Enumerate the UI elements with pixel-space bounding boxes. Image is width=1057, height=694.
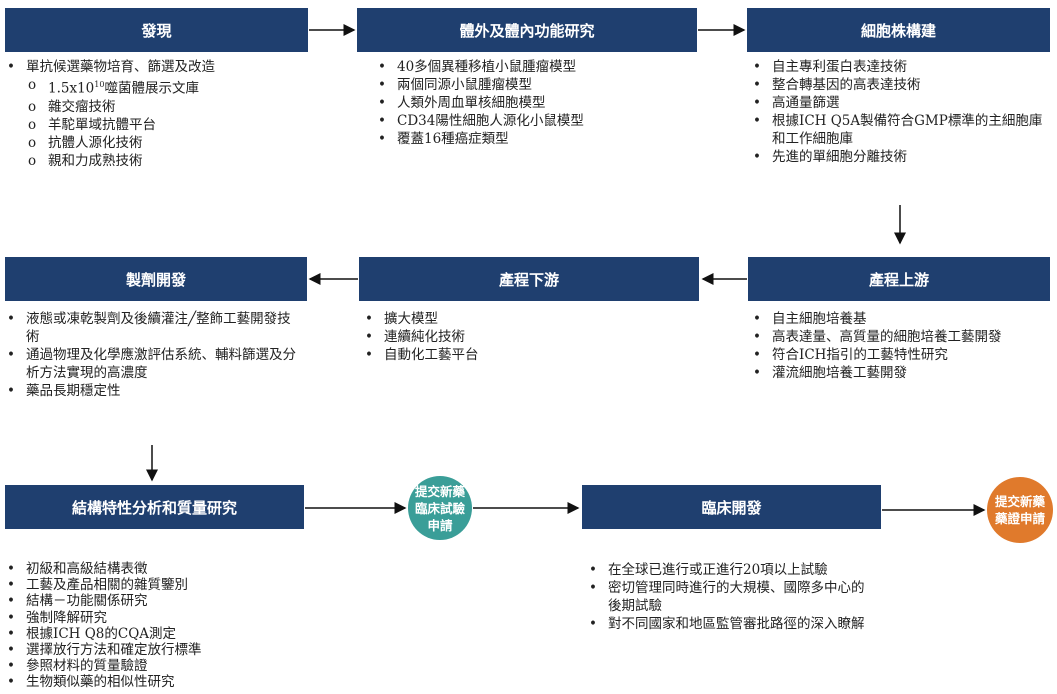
list-item: 高通量篩選 (750, 94, 1045, 112)
list-item: 符合ICH指引的工藝特性研究 (750, 346, 1050, 364)
list-item: 工藝及產品相關的雜質鑒別 (4, 577, 304, 593)
box-characterization: 結構特性分析和質量研究 (5, 485, 304, 529)
box-discovery: 發現 (5, 8, 308, 52)
list-item: 抗體人源化技術 (4, 134, 304, 152)
list-item: 根據ICH Q8的CQA測定 (4, 626, 304, 642)
list-item: 羊駝單域抗體平台 (4, 116, 304, 134)
list-item: 單抗候選藥物培育、篩選及改造 (4, 58, 304, 76)
box-in-vitro-vivo: 體外及體內功能研究 (357, 8, 697, 52)
list-item: 自主專利蛋白表達技術 (750, 58, 1045, 76)
bla-label: 提交新藥藥證申請 (994, 494, 1045, 526)
list-item: 1.5x1010噬菌體展示文庫 (4, 76, 304, 98)
list-discovery: 單抗候選藥物培育、篩選及改造 1.5x1010噬菌體展示文庫 雜交瘤技術 羊駝單… (4, 58, 304, 170)
box-formulation: 製劑開發 (5, 257, 307, 301)
list-item: 自主細胞培養基 (750, 310, 1050, 328)
list-item: 雜交瘤技術 (4, 98, 304, 116)
bla-circle: 提交新藥藥證申請 (987, 477, 1053, 543)
list-downstream: 擴大模型 連續純化技術 自動化工藝平台 (362, 310, 682, 364)
list-item: 根據ICH Q5A製備符合GMP標準的主細胞庫和工作細胞庫 (750, 112, 1045, 148)
list-in-vitro-vivo: 40多個異種移植小鼠腫瘤模型 兩個同源小鼠腫瘤模型 人類外周血單核細胞模型 CD… (375, 58, 695, 148)
list-item: 通過物理及化學應激評估系統、輔料篩選及分析方法實現的高濃度 (4, 346, 304, 382)
list-item: 兩個同源小鼠腫瘤模型 (375, 76, 695, 94)
list-item: 結構－功能關係研究 (4, 593, 304, 609)
list-item: 40多個異種移植小鼠腫瘤模型 (375, 58, 695, 76)
list-upstream: 自主細胞培養基 高表達量、高質量的細胞培養工藝開發 符合ICH指引的工藝特性研究… (750, 310, 1050, 382)
list-cell-line: 自主專利蛋白表達技術 整合轉基因的高表達技術 高通量篩選 根據ICH Q5A製備… (750, 58, 1045, 166)
list-item: 自動化工藝平台 (362, 346, 682, 364)
ind-label: 提交新藥臨床試驗申請 (414, 483, 465, 533)
list-item: 擴大模型 (362, 310, 682, 328)
list-item: 參照材料的質量驗證 (4, 658, 304, 674)
list-characterization: 初級和高級結構表徵 工藝及產品相關的雜質鑒別 結構－功能關係研究 強制降解研究 … (4, 561, 304, 691)
list-item: 藥品長期穩定性 (4, 382, 304, 400)
box-upstream: 產程上游 (748, 257, 1050, 301)
list-item: 液態或凍乾製劑及後續灌注╱整飾工藝開發技術 (4, 310, 304, 346)
list-item: 初級和高級結構表徵 (4, 561, 304, 577)
box-downstream: 產程下游 (359, 257, 699, 301)
list-item: 先進的單細胞分離技術 (750, 148, 1045, 166)
list-item: 生物類似藥的相似性研究 (4, 674, 304, 690)
list-item: 連續純化技術 (362, 328, 682, 346)
list-item: 高表達量、高質量的細胞培養工藝開發 (750, 328, 1050, 346)
list-item: 強制降解研究 (4, 610, 304, 626)
list-item: 親和力成熟技術 (4, 152, 304, 170)
list-clinical: 在全球已進行或正進行20項以上試驗 密切管理同時進行的大規模、國際多中心的後期試… (586, 561, 876, 633)
list-item: CD34陽性細胞人源化小鼠模型 (375, 112, 695, 130)
list-item: 灌流細胞培養工藝開發 (750, 364, 1050, 382)
list-item: 在全球已進行或正進行20項以上試驗 (586, 561, 876, 579)
list-formulation: 液態或凍乾製劑及後續灌注╱整飾工藝開發技術 通過物理及化學應激評估系統、輔料篩選… (4, 310, 304, 400)
box-cell-line: 細胞株構建 (747, 8, 1050, 52)
list-item: 人類外周血單核細胞模型 (375, 94, 695, 112)
list-item: 選擇放行方法和確定放行標準 (4, 642, 304, 658)
list-item: 整合轉基因的高表達技術 (750, 76, 1045, 94)
list-item: 密切管理同時進行的大規模、國際多中心的後期試驗 (586, 579, 876, 615)
box-clinical: 臨床開發 (582, 485, 881, 529)
list-item: 對不同國家和地區監管審批路徑的深入瞭解 (586, 615, 876, 633)
list-item: 覆蓋16種癌症類型 (375, 130, 695, 148)
ind-circle: 提交新藥臨床試驗申請 (408, 476, 472, 540)
